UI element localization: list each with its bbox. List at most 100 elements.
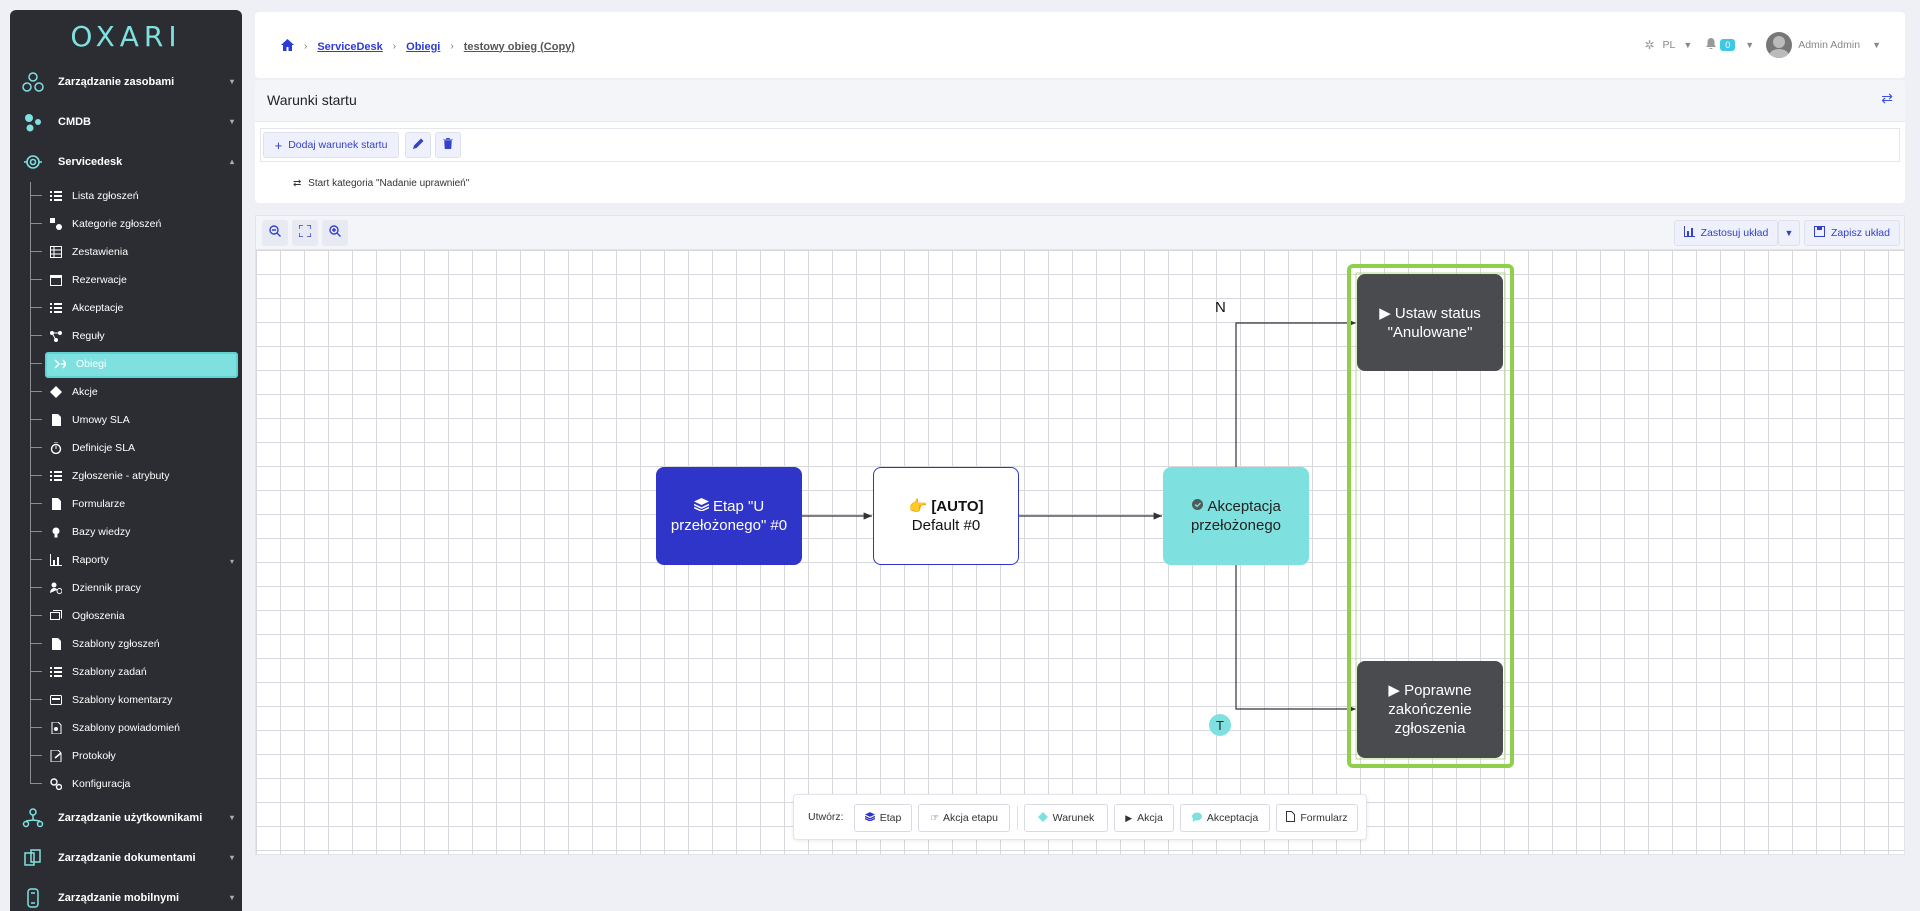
create-condition-button[interactable]: Warunek <box>1024 804 1108 832</box>
sidebar-item-rezerwacje[interactable]: Rezerwacje <box>30 266 242 294</box>
set-status-cancelled-node[interactable]: ▶ Ustaw status "Anulowane" <box>1357 274 1503 371</box>
sidebar-item-protokoly[interactable]: Protokoły <box>30 742 242 770</box>
stage-node[interactable]: Etap "U przełożonego" #0 <box>656 467 802 565</box>
sidebar-item-szablony-zgloszen[interactable]: Szablony zgłoszeń <box>30 630 242 658</box>
sidebar-item-zestawienia[interactable]: Zestawienia <box>30 238 242 266</box>
sidebar-item-raporty[interactable]: Raporty▾ <box>30 546 242 574</box>
nav-group-asset-management[interactable]: Zarządzanie zasobami ▾ <box>10 62 242 102</box>
sidebar-item-bazy-wiedzy[interactable]: Bazy wiedzy <box>30 518 242 546</box>
servicedesk-submenu: Lista zgłoszeń Kategorie zgłoszeń Zestaw… <box>10 182 242 798</box>
chevron-down-icon: ▾ <box>229 853 234 862</box>
sidebar-item-reguly[interactable]: Reguły <box>30 322 242 350</box>
start-condition-row[interactable]: ⇄ Start kategoria "Nadanie uprawnień" <box>293 178 470 189</box>
notification-count-badge: 0 <box>1720 39 1736 51</box>
language-select[interactable]: PL <box>1662 39 1676 51</box>
create-form-button[interactable]: Formularz <box>1276 804 1358 832</box>
workflow-canvas[interactable]: Zastosuj układ ▼ Zapisz układ <box>255 215 1905 855</box>
finish-node[interactable]: ▶ Poprawne zakończenie zgłoszenia <box>1357 661 1503 758</box>
create-stage-action-button[interactable]: ☞ Akcja etapu <box>918 804 1010 832</box>
chevron-down-icon: ▾ <box>229 77 234 86</box>
zoom-in-button[interactable] <box>322 220 348 246</box>
apply-layout-button[interactable]: Zastosuj układ <box>1674 220 1778 246</box>
branch-label-no: N <box>1215 299 1226 316</box>
nav-group-label: Servicedesk <box>58 156 123 168</box>
breadcrumb-obiegi[interactable]: Obiegi <box>406 40 441 53</box>
sidebar-item-dziennik-pracy[interactable]: Dziennik pracy <box>30 574 242 602</box>
auto-action-node[interactable]: 👉 [AUTO] Default #0 <box>873 467 1019 565</box>
nav-group-mobile-management[interactable]: Zarządzanie mobilnymi ▾ <box>10 878 242 911</box>
template-icon <box>50 638 62 650</box>
create-stage-button[interactable]: Etap <box>854 804 912 832</box>
cmdb-icon <box>20 109 46 135</box>
add-start-condition-button[interactable]: + Dodaj warunek startu <box>263 132 399 158</box>
user-name[interactable]: Admin Admin <box>1798 39 1861 51</box>
settings-icon[interactable]: ✲ <box>1644 38 1655 52</box>
chevron-down-icon[interactable]: ▼ <box>1872 40 1881 50</box>
hand-pointer-icon: ☞ <box>930 812 940 824</box>
sidebar-item-akceptacje[interactable]: Akceptacje <box>30 294 242 322</box>
sidebar-item-lista-zgloszen[interactable]: Lista zgłoszeń <box>30 182 242 210</box>
sidebar-item-szablony-komentarzy[interactable]: Szablony komentarzy <box>30 686 242 714</box>
nav-group-document-management[interactable]: Zarządzanie dokumentami ▾ <box>10 838 242 878</box>
canvas-toolbar: Zastosuj układ ▼ Zapisz układ <box>256 216 1904 250</box>
sidebar-item-akcje[interactable]: Akcje <box>30 378 242 406</box>
category-icon <box>50 218 62 230</box>
sidebar-item-szablony-zadan[interactable]: Szablony zadań <box>30 658 242 686</box>
save-layout-button[interactable]: Zapisz układ <box>1804 220 1900 246</box>
chevron-down-icon[interactable]: ▼ <box>1745 40 1755 50</box>
rules-icon <box>50 330 62 342</box>
sidebar-item-zgloszenie-atrybuty[interactable]: Zgłoszenie - atrybuty <box>30 462 242 490</box>
layers-icon <box>864 812 875 824</box>
plus-icon: + <box>274 137 283 153</box>
breadcrumb-current[interactable]: testowy obieg (Copy) <box>463 40 575 53</box>
nav-group-cmdb[interactable]: CMDB ▾ <box>10 102 242 142</box>
chevron-down-icon[interactable]: ▼ <box>1683 40 1693 50</box>
pencil-icon <box>412 138 424 152</box>
create-acceptance-button[interactable]: Akceptacja <box>1180 804 1270 832</box>
sidebar-item-obiegi[interactable]: Obiegi <box>30 350 242 378</box>
avatar[interactable] <box>1766 32 1793 58</box>
nav-group-label: Zarządzanie zasobami <box>58 76 175 88</box>
protocol-icon <box>50 750 62 762</box>
create-toolbar: Utwórz: Etap ☞ Akcja etapu Warunek ▶ Akc… <box>793 794 1367 840</box>
lightbulb-icon <box>50 526 62 538</box>
trash-icon <box>443 137 453 152</box>
chart-icon <box>50 554 62 566</box>
announcement-icon <box>50 610 62 622</box>
chevron-up-icon: ▴ <box>229 157 234 166</box>
sidebar-item-ogloszenia[interactable]: Ogłoszenia <box>30 602 242 630</box>
create-label: Utwórz: <box>808 811 844 823</box>
chevron-down-icon: ▾ <box>229 117 234 126</box>
mobile-icon <box>20 885 46 911</box>
breadcrumb-servicedesk[interactable]: ServiceDesk <box>317 40 383 53</box>
home-icon[interactable] <box>281 39 294 54</box>
branch-label-yes: T <box>1209 714 1231 736</box>
edit-button[interactable] <box>405 132 431 158</box>
attributes-icon <box>50 470 62 482</box>
nav-group-label: CMDB <box>58 116 91 128</box>
sidebar-item-definicje-sla[interactable]: Definicje SLA <box>30 434 242 462</box>
sidebar-item-konfiguracja[interactable]: Konfiguracja <box>30 770 242 798</box>
create-action-button[interactable]: ▶ Akcja <box>1114 804 1174 832</box>
breadcrumb: › ServiceDesk › Obiegi › testowy obieg (… <box>281 39 575 54</box>
layout-dropdown-button[interactable]: ▼ <box>1778 220 1800 246</box>
start-conditions-toolbar: + Dodaj warunek startu <box>260 128 1900 162</box>
document-icon <box>50 414 62 426</box>
acceptance-node[interactable]: Akceptacja przełożonego <box>1163 467 1309 565</box>
fit-screen-button[interactable] <box>292 220 318 246</box>
nav-group-servicedesk[interactable]: Servicedesk ▴ <box>10 142 242 182</box>
sidebar-item-kategorie-zgloszen[interactable]: Kategorie zgłoszeń <box>30 210 242 238</box>
swap-icon: ⇄ <box>293 178 302 189</box>
list-icon <box>50 190 62 202</box>
servicedesk-icon <box>20 149 46 175</box>
refresh-icon[interactable]: ⇄ <box>1881 90 1893 106</box>
sidebar-item-szablony-powiadomien[interactable]: Szablony powiadomień <box>30 714 242 742</box>
sidebar-item-umowy-sla[interactable]: Umowy SLA <box>30 406 242 434</box>
delete-button[interactable] <box>435 132 461 158</box>
sidebar-item-formularze[interactable]: Formularze <box>30 490 242 518</box>
nav-group-user-management[interactable]: Zarządzanie użytkownikami ▾ <box>10 798 242 838</box>
bell-icon[interactable] <box>1706 38 1717 52</box>
zoom-out-button[interactable] <box>262 220 288 246</box>
top-header: › ServiceDesk › Obiegi › testowy obieg (… <box>255 12 1905 78</box>
